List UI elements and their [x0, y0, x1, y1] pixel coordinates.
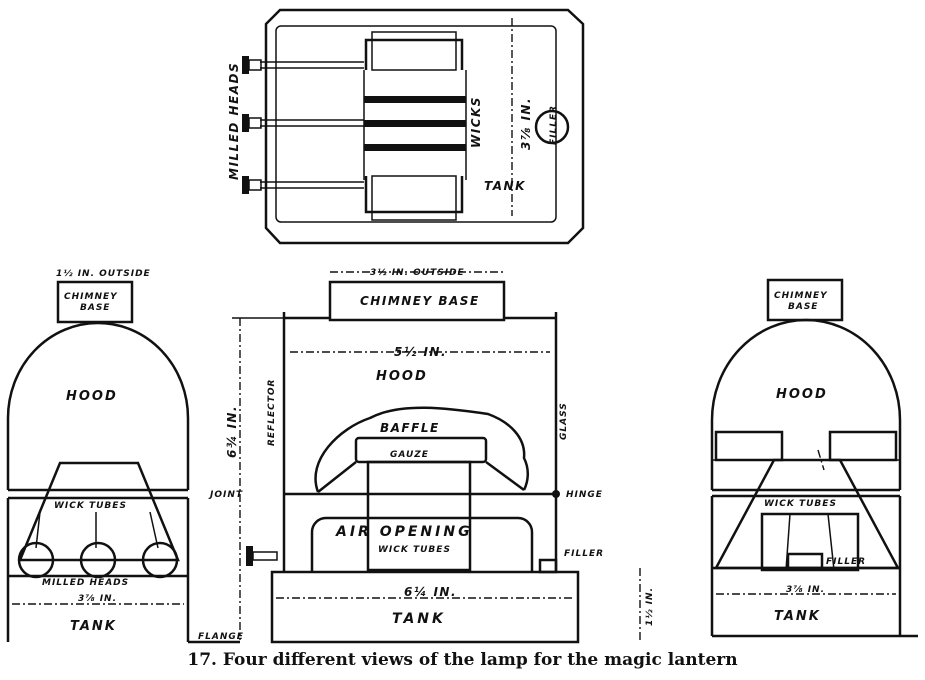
center-view-baffle: [314, 406, 529, 493]
top-view-filler-label: FILLER: [549, 105, 559, 145]
top-view-filler: [534, 109, 570, 145]
center-view-burner: [366, 460, 472, 572]
right-view-left-block: [714, 430, 784, 462]
center-view-baffle-label: BAFFLE: [380, 421, 440, 435]
left-view-flange-label: FLANGE: [198, 632, 244, 642]
top-view-wick-2: [364, 120, 466, 127]
top-view-tank-label: TANK: [484, 179, 526, 193]
center-view-tank-height-label: 1½ IN.: [645, 587, 655, 626]
left-view-chimney-base: [56, 280, 134, 324]
left-view-hood: [6, 321, 190, 490]
left-view-tank: [6, 498, 190, 642]
top-view-upper-bracket: [364, 38, 464, 70]
center-view-milled-head: [246, 546, 253, 566]
top-view: MILLED HEADS WICKS TANK 3⅞ IN. FILLER: [227, 8, 585, 245]
left-view: 1½ IN. OUTSIDE CHIMNEY BASE HOOD WICK TU…: [6, 269, 244, 644]
top-view-inner-outline: [275, 25, 557, 223]
center-view-upper-width-label: 5½ IN.: [394, 345, 447, 359]
center-view-hinge-label: HINGE: [566, 490, 603, 500]
top-view-spindle-3: [242, 176, 364, 194]
right-view-tank-label: TANK: [774, 609, 821, 624]
left-view-chimney-label-1: CHIMNEY: [64, 292, 118, 302]
top-view-spindle-2: [242, 114, 364, 132]
center-view-gauze-label: GAUZE: [390, 450, 429, 460]
right-view-filler-label: FILLER: [826, 557, 866, 567]
center-view-joint-label: JOINT: [208, 490, 243, 500]
right-view-chimney-label-2: BASE: [788, 302, 818, 312]
right-view: CHIMNEY BASE HOOD WICK TUBES FILLER 3⅞ I…: [710, 278, 918, 638]
top-view-milled-heads-label: MILLED HEADS: [227, 62, 241, 180]
top-view-spindle-1: [242, 56, 364, 74]
top-view-tank-outline: [264, 8, 585, 245]
left-view-wick-tubes-label: WICK TUBES: [54, 501, 127, 511]
left-view-top-dimension: 1½ IN. OUTSIDE: [56, 269, 151, 279]
center-view-height-label: 6¾ IN.: [225, 405, 239, 458]
right-view-chimney-label-1: CHIMNEY: [774, 291, 828, 301]
center-view-hood-label: HOOD: [376, 369, 428, 384]
center-view-hood: [282, 312, 558, 494]
left-view-tank-label: TANK: [70, 619, 117, 634]
left-view-hood-label: HOOD: [66, 389, 118, 404]
top-view-lower-bracket-inner: [371, 175, 457, 221]
center-view-chimney-base: [328, 280, 506, 322]
center-view-lower-width-label: 6¼ IN.: [404, 585, 457, 599]
top-view-wicks-label: WICKS: [469, 96, 483, 148]
top-view-height-label: 3⅞ IN.: [519, 97, 533, 150]
left-view-milled-heads-label: MILLED HEADS: [42, 578, 129, 588]
center-view: 3½ IN. OUTSIDE CHIMNEY BASE 5½ IN. HOOD …: [208, 268, 655, 644]
center-view-top-dimension: 3½ IN. OUTSIDE: [370, 268, 465, 278]
top-view-wick-3: [364, 144, 466, 151]
figure-caption: 17. Four different views of the lamp for…: [187, 650, 738, 670]
center-view-reflector-label: REFLECTOR: [267, 379, 277, 446]
right-view-width-label: 3⅞ IN.: [786, 585, 825, 595]
center-view-tank-label: TANK: [392, 611, 446, 627]
right-view-filler: [786, 552, 824, 570]
center-view-air-opening: [310, 516, 534, 572]
top-view-upper-bracket-inner: [371, 31, 457, 71]
center-view-filler: [538, 558, 558, 574]
right-view-right-block: [828, 430, 898, 462]
center-view-filler-label: FILLER: [564, 549, 604, 559]
center-view-chimney-label: CHIMNEY BASE: [360, 294, 480, 308]
right-view-wick-tubes-label: WICK TUBES: [764, 499, 837, 509]
center-view-wick-tubes-label: WICK TUBES: [378, 545, 451, 555]
right-view-hood: [710, 318, 902, 490]
left-view-width-label: 3⅞ IN.: [78, 594, 117, 604]
right-view-tank: [710, 496, 902, 636]
top-view-lower-bracket: [364, 176, 464, 214]
center-view-tank: [270, 570, 580, 644]
top-view-wick-1: [364, 96, 466, 103]
center-view-glass-label: GLASS: [559, 402, 569, 440]
left-view-chimney-label-2: BASE: [80, 303, 110, 313]
right-view-hood-label: HOOD: [776, 387, 828, 402]
right-view-wick-frame: [760, 512, 860, 572]
center-view-air-opening-label: AIR OPENING: [335, 524, 473, 540]
